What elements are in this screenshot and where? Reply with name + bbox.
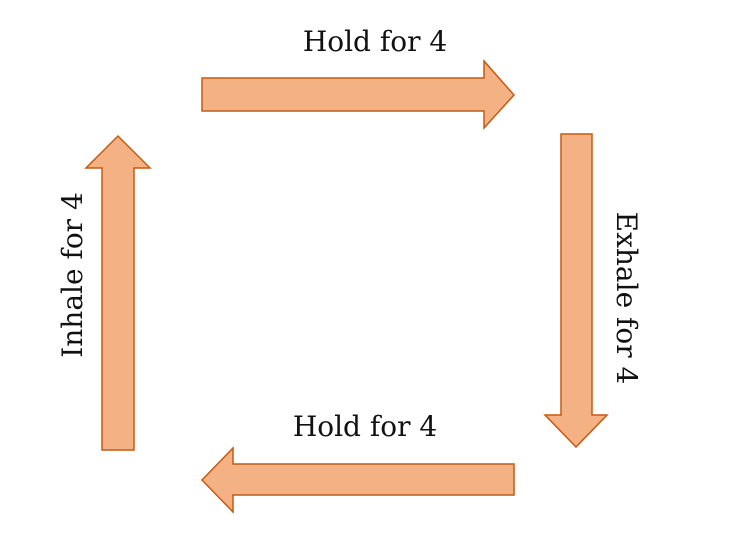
label-hold-bottom: Hold for 4	[293, 410, 437, 443]
arrow-down-exhale	[543, 133, 609, 449]
label-hold-top: Hold for 4	[303, 25, 447, 58]
arrow-up-inhale	[84, 134, 152, 451]
label-inhale: Inhale for 4	[56, 192, 89, 358]
arrow-right-hold	[201, 59, 516, 130]
arrow-left-hold	[200, 446, 515, 514]
label-exhale: Exhale for 4	[610, 212, 643, 385]
